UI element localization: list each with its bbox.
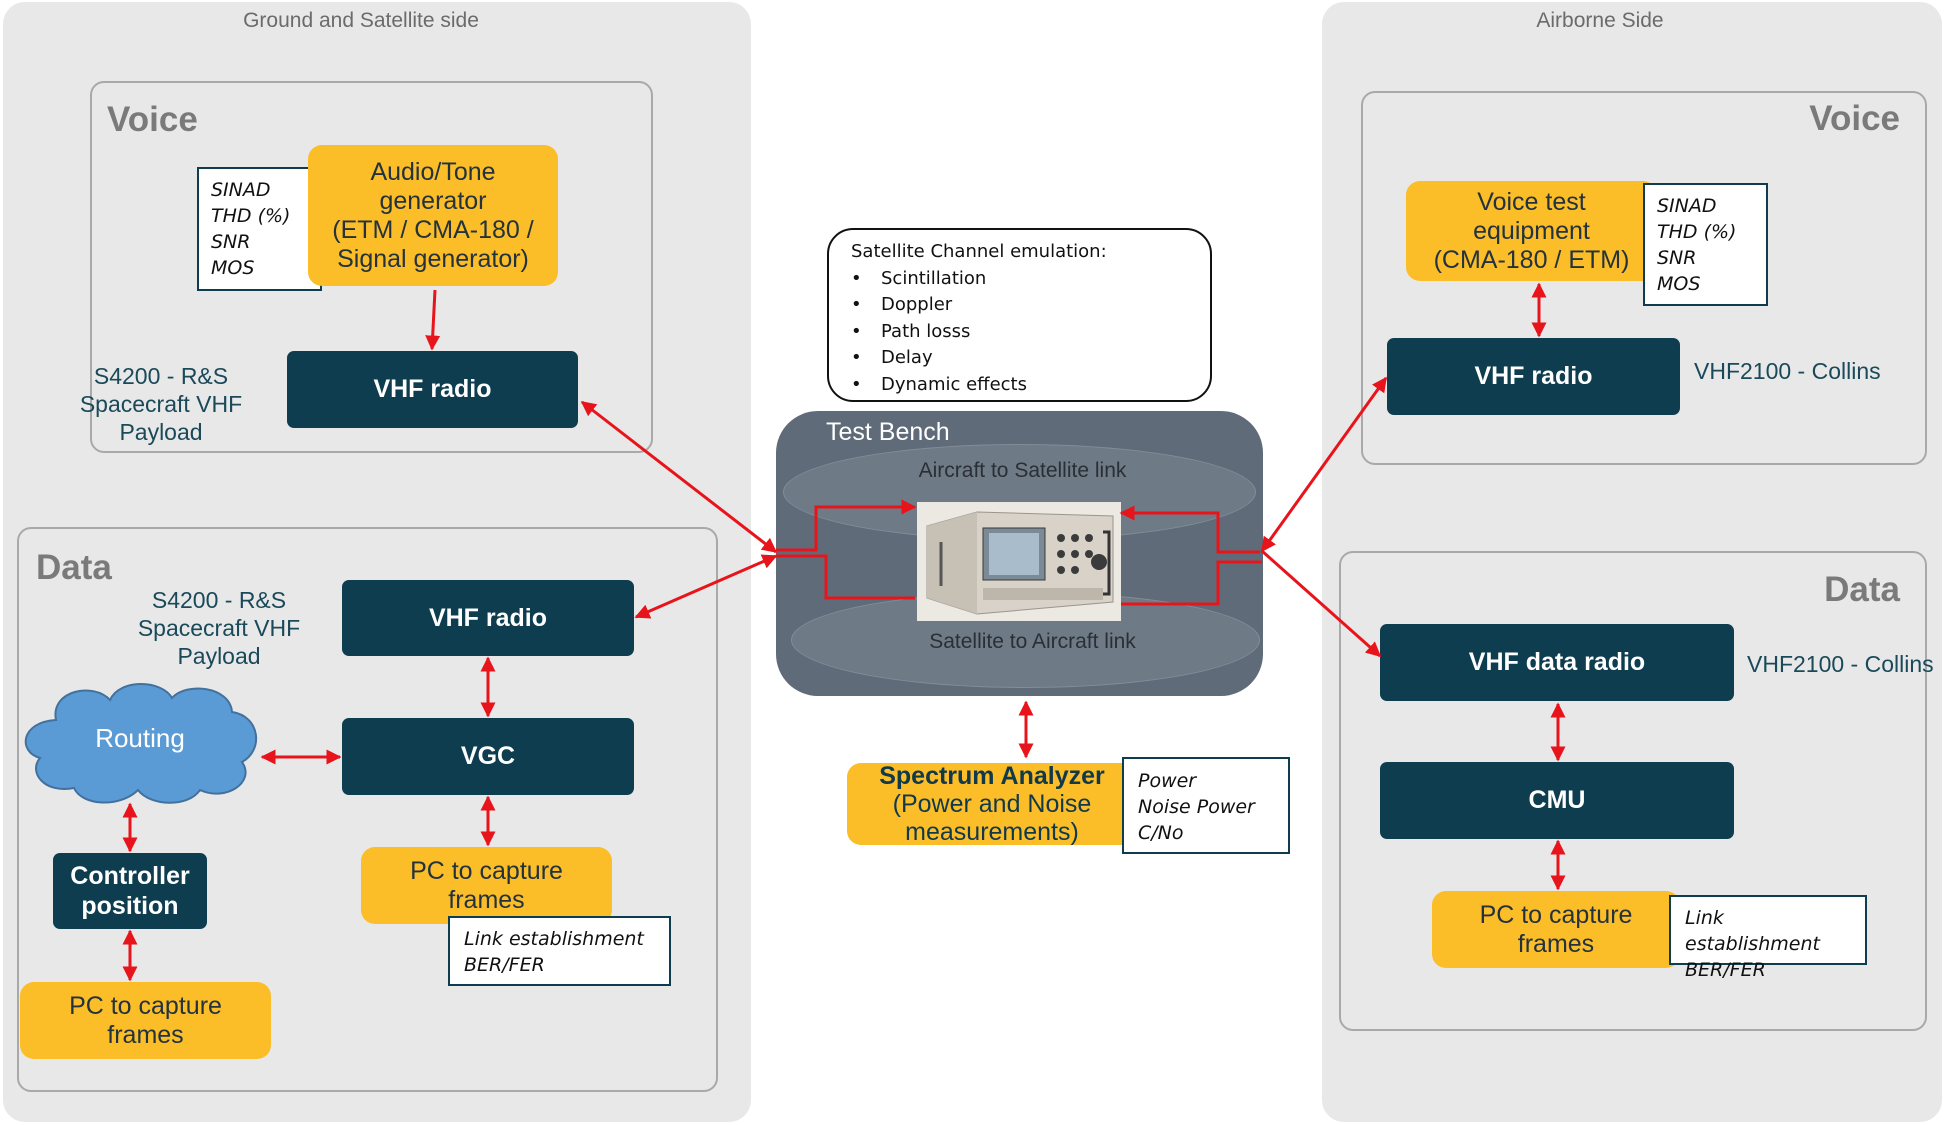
audio-tone-generator: Audio/Tone generator (ETM / CMA-180 / Si… bbox=[308, 145, 558, 286]
test-instrument-image bbox=[917, 502, 1121, 621]
right-voice-title: Voice bbox=[1809, 99, 1900, 138]
routing-label: Routing bbox=[95, 723, 185, 753]
emulation-item: Dynamic effects bbox=[851, 372, 1188, 399]
test-bench-title: Test Bench bbox=[826, 418, 950, 446]
right-voice-vhf-radio: VHF radio bbox=[1387, 338, 1680, 415]
cmu-box: CMU bbox=[1380, 762, 1734, 839]
emulation-item: Delay bbox=[851, 345, 1188, 372]
left-data-group bbox=[17, 527, 718, 1092]
uplink-label: Aircraft to Satellite link bbox=[918, 459, 1127, 482]
emulation-title: Satellite Channel emulation: bbox=[851, 241, 1107, 262]
left-voice-vhf-radio: VHF radio bbox=[287, 351, 578, 428]
routing-cloud bbox=[24, 683, 258, 804]
right-data-title: Data bbox=[1824, 570, 1900, 609]
voice-test-equipment: Voice test equipment (CMA-180 / ETM) bbox=[1406, 181, 1657, 281]
left-data-title: Data bbox=[36, 548, 112, 587]
right-data-radio-caption: VHF2100 - Collins bbox=[1747, 651, 1934, 677]
right-voice-radio-caption: VHF2100 - Collins bbox=[1694, 358, 1881, 384]
left-voice-title: Voice bbox=[107, 100, 198, 139]
right-voice-metrics: SINAD THD (%) SNR MOS bbox=[1643, 183, 1768, 306]
metric-thd: THD (%) bbox=[211, 205, 291, 227]
left-link-metrics: Link establishment BER/FER bbox=[448, 916, 671, 986]
bench-downlink-path-left bbox=[776, 554, 915, 600]
right-link-metrics: Link establishment BER/FER bbox=[1669, 895, 1867, 981]
analyzer-metrics: Power Noise Power C/No bbox=[1122, 757, 1290, 854]
metric-sinad: SINAD bbox=[211, 179, 271, 201]
controller-position: Controller position bbox=[53, 853, 207, 929]
bench-uplink-path-left bbox=[776, 499, 917, 552]
right-pc-capture: PC to capture frames bbox=[1432, 891, 1680, 968]
arrow-bench-voice-radio bbox=[1260, 376, 1388, 553]
left-data-radio-caption: S4200 - R&S Spacecraft VHF Payload bbox=[137, 587, 301, 669]
emulation-list: Scintillation Doppler Path losss Delay D… bbox=[851, 266, 1188, 399]
emulation-item: Doppler bbox=[851, 292, 1188, 319]
emulation-item: Scintillation bbox=[851, 266, 1188, 293]
left-voice-radio-caption: S4200 - R&S Spacecraft VHF Payload bbox=[79, 363, 243, 445]
ground-satellite-title: Ground and Satellite side bbox=[243, 9, 479, 32]
metric-mos: MOS bbox=[211, 257, 255, 279]
arrow-data-radio-bench bbox=[634, 554, 778, 619]
metric-snr: SNR bbox=[211, 231, 251, 253]
arrow-voice-radio-bench bbox=[580, 400, 778, 554]
arrow-generator-to-radio bbox=[425, 289, 441, 351]
left-data-vhf-radio: VHF radio bbox=[342, 580, 634, 656]
vgc-box: VGC bbox=[342, 718, 634, 795]
arrow-bench-data-radio bbox=[1261, 549, 1382, 658]
spectrum-analyzer: Spectrum Analyzer (Power and Noise measu… bbox=[847, 762, 1137, 846]
right-data-group bbox=[1339, 551, 1927, 1031]
left-pc-capture: PC to capture frames bbox=[361, 847, 612, 924]
bench-uplink-path-right bbox=[1119, 505, 1260, 554]
left-voice-group bbox=[90, 81, 653, 453]
airborne-title: Airborne Side bbox=[1536, 9, 1664, 32]
bench-downlink-path-right bbox=[1121, 560, 1262, 606]
right-voice-group bbox=[1361, 91, 1927, 465]
vhf-data-radio: VHF data radio bbox=[1380, 624, 1734, 701]
downlink-label: Satellite to Aircraft link bbox=[929, 630, 1136, 653]
emulation-item: Path losss bbox=[851, 319, 1188, 346]
left-voice-metrics: SINAD THD (%) SNR MOS bbox=[197, 167, 322, 291]
left-pc-capture-bottom: PC to capture frames bbox=[20, 982, 271, 1059]
satellite-channel-emulation: Satellite Channel emulation: Scintillati… bbox=[827, 228, 1212, 402]
